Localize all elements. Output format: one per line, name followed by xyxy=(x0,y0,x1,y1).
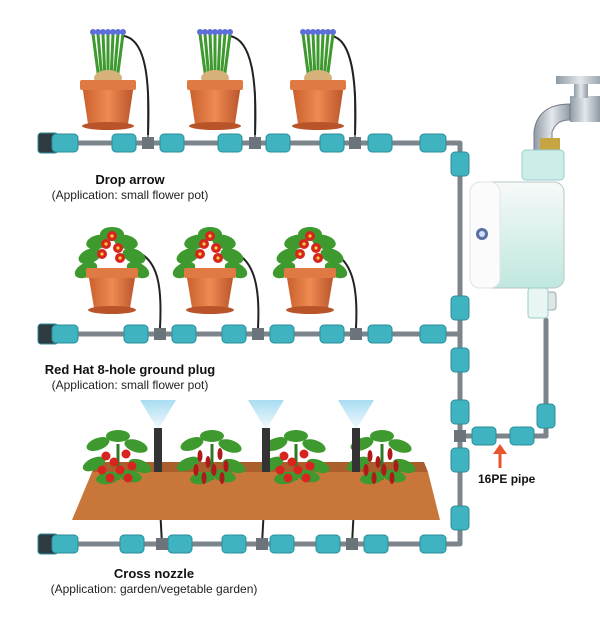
flower-pots-ground-plug xyxy=(74,227,348,314)
pipe-label: 16PE pipe xyxy=(478,472,536,486)
spray-cone-3 xyxy=(338,400,374,430)
flower-pot xyxy=(290,29,346,130)
drip-tube-2 xyxy=(229,35,257,136)
tomato-plant xyxy=(346,430,416,485)
section-ground-plug: Red Hat 8-hole ground plug (Application:… xyxy=(0,362,280,393)
section-title: Cross nozzle xyxy=(113,566,195,581)
faucet xyxy=(533,76,600,151)
timer-outlet xyxy=(527,287,549,319)
vegetable-garden xyxy=(72,400,440,520)
flower-pots-drop-arrow xyxy=(80,29,346,130)
connectors xyxy=(37,132,557,555)
drip-tube-1 xyxy=(123,35,150,136)
section-title: Drop arrow xyxy=(95,172,165,187)
spray-cone-2 xyxy=(248,400,284,430)
section-subtitle: (Application: small flower pot) xyxy=(51,378,209,392)
section-drop-arrow: Drop arrow (Application: small flower po… xyxy=(0,172,280,203)
nozzle-stake-3 xyxy=(352,428,360,472)
pipe-arrow-icon xyxy=(493,444,507,468)
section-subtitle: (Application: garden/vegetable garden) xyxy=(50,582,258,596)
timer-inlet xyxy=(521,149,565,181)
flower-pot xyxy=(187,29,243,130)
water-timer xyxy=(469,149,565,319)
flower-pot xyxy=(172,227,248,314)
drip-tube-3 xyxy=(331,35,357,136)
nozzle-stake-1 xyxy=(154,428,162,472)
tomato-plant xyxy=(176,430,246,485)
spray-nozzles xyxy=(140,400,374,472)
flower-pot xyxy=(80,29,136,130)
section-cross-nozzle: Cross nozzle (Application: garden/vegeta… xyxy=(4,566,304,597)
soil-bed xyxy=(72,472,440,520)
tomato-plant xyxy=(82,430,152,485)
flower-pot xyxy=(74,227,150,314)
section-subtitle: (Application: small flower pot) xyxy=(51,188,209,202)
section-title: Red Hat 8-hole ground plug xyxy=(44,362,216,377)
nozzle-stake-2 xyxy=(262,428,270,472)
flower-pot xyxy=(272,227,348,314)
spray-cone-1 xyxy=(140,400,176,430)
